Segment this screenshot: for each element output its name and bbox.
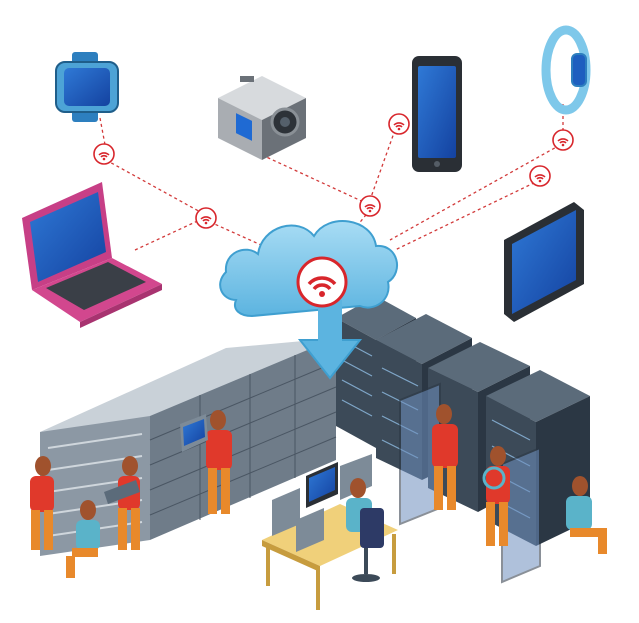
action-camera-icon: [218, 76, 306, 160]
technician-figure: [66, 500, 100, 578]
smartphone-icon: [412, 56, 462, 172]
fitness-band-icon: [541, 25, 591, 115]
technician-figure: [180, 410, 232, 514]
cloud-wifi-icon: [296, 256, 348, 308]
technician-figure: [346, 478, 384, 582]
laptop-icon: [22, 182, 162, 328]
technician-figure: [432, 404, 458, 510]
wifi-badge-icon: [93, 113, 574, 229]
technician-figure: [104, 456, 140, 550]
technician-figure: [566, 476, 607, 554]
tablet-icon: [504, 202, 584, 322]
technician-figure: [482, 446, 510, 546]
technician-figure: [30, 456, 54, 550]
smartwatch-icon: [55, 52, 119, 122]
